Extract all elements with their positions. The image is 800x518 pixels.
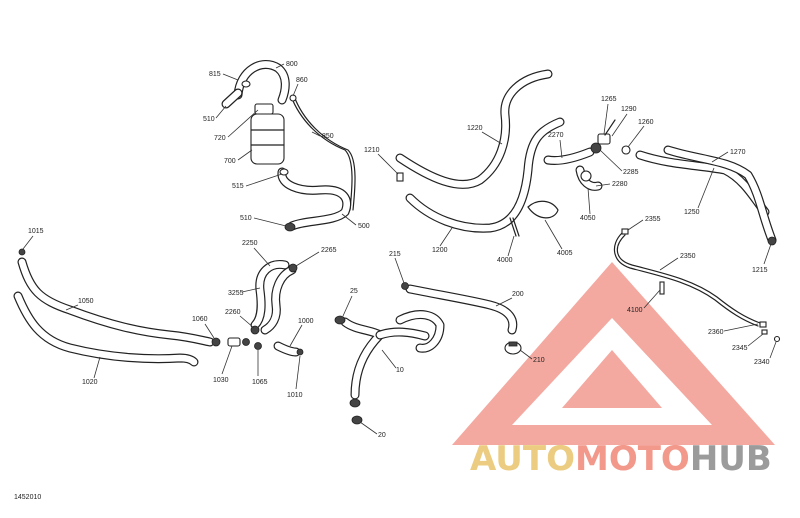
callout-1250: 1250: [684, 209, 700, 216]
hose-clamp: [590, 142, 602, 154]
tie-strap: [527, 200, 559, 219]
callout-510-top: 510: [203, 116, 215, 123]
hose-1270-1250-group: [635, 145, 777, 246]
hose-2250-group: [250, 259, 304, 357]
callout-1220: 1220: [467, 125, 483, 132]
callout-210: 210: [533, 357, 545, 364]
callout-2340: 2340: [754, 359, 770, 366]
callout-1200: 1200: [432, 247, 448, 254]
hose-clamp: [242, 338, 250, 346]
hose-clamp: [288, 263, 298, 273]
hose-clamp: [621, 145, 631, 155]
hose-clamp: [279, 168, 289, 176]
callout-1060: 1060: [192, 316, 208, 323]
callout-1215: 1215: [752, 267, 768, 274]
hose-clamp: [296, 348, 304, 356]
watermark-auto: AUTO: [470, 439, 575, 479]
callout-1020: 1020: [82, 379, 98, 386]
callout-815: 815: [209, 71, 221, 78]
coolant-reservoir: [250, 113, 285, 165]
fitting: [621, 228, 629, 235]
callout-510-bottom: 510: [240, 215, 252, 222]
callout-700: 700: [224, 158, 236, 165]
hose-clamp: [250, 325, 260, 335]
callout-200: 200: [512, 291, 524, 298]
small-fitting: [396, 172, 404, 182]
hose-clamp: [767, 236, 777, 246]
plug-cap: [508, 341, 518, 347]
fitting: [773, 335, 781, 343]
fitting: [659, 281, 665, 295]
hose-1050-1020-group: [13, 248, 250, 367]
hose-clamp: [351, 415, 363, 425]
callout-2350: 2350: [680, 253, 696, 260]
callout-1065: 1065: [252, 379, 268, 386]
callout-2355: 2355: [645, 216, 661, 223]
callout-2360: 2360: [708, 329, 724, 336]
watermark-moto: MOTO: [575, 439, 690, 479]
hose-clamp: [211, 337, 221, 347]
callout-1260: 1260: [638, 119, 654, 126]
callout-2270: 2270: [548, 132, 564, 139]
callout-215: 215: [389, 251, 401, 258]
hose-clamp: [334, 315, 346, 325]
fitting: [761, 329, 768, 335]
t-fitting: [597, 133, 611, 145]
callout-1210: 1210: [364, 147, 380, 154]
hose-clamp: [580, 170, 592, 182]
hose-clamp: [401, 282, 409, 290]
callout-2265: 2265: [321, 247, 337, 254]
callout-1270: 1270: [730, 149, 746, 156]
watermark-hub: HUB: [690, 439, 772, 479]
hose-clamp: [254, 342, 262, 350]
watermark-brand: AUTOMOTOHUB: [470, 439, 772, 479]
callout-10: 10: [396, 367, 404, 374]
hose-10-group: [334, 310, 445, 425]
callout-2250: 2250: [242, 240, 258, 247]
callout-4050: 4050: [580, 215, 596, 222]
hose-clamp: [18, 248, 26, 256]
hose-2270-group: [543, 119, 631, 191]
callout-4100: 4100: [627, 307, 643, 314]
callout-1010: 1010: [287, 392, 303, 399]
callout-1000: 1000: [298, 318, 314, 325]
callout-2260: 2260: [225, 309, 241, 316]
callout-labels: 815 800 860 510 720 700 850 515 510 500 …: [22, 61, 777, 439]
callout-515: 515: [232, 183, 244, 190]
hose-1220-1200-group: [395, 69, 565, 237]
callout-860: 860: [296, 77, 308, 84]
figure-id: 1452010: [14, 494, 42, 501]
callout-4005: 4005: [557, 250, 573, 257]
watermark-logo: AUTOMOTOHUB: [452, 262, 775, 479]
callout-1290: 1290: [621, 106, 637, 113]
callout-2280: 2280: [612, 181, 628, 188]
hose-clamp: [241, 80, 251, 88]
callout-1050: 1050: [78, 298, 94, 305]
callout-3255: 3255: [228, 290, 244, 297]
reservoir-group: [221, 60, 356, 232]
callout-2345: 2345: [732, 345, 748, 352]
hose-2350-group: [613, 228, 781, 343]
callout-1030: 1030: [213, 377, 229, 384]
callout-2285: 2285: [623, 169, 639, 176]
fitting: [759, 321, 767, 328]
callout-1015: 1015: [28, 228, 44, 235]
callout-1265: 1265: [601, 96, 617, 103]
callout-720: 720: [214, 135, 226, 142]
callout-800: 800: [286, 61, 298, 68]
callout-25: 25: [350, 288, 358, 295]
hose-200-group: [401, 282, 522, 355]
callout-20: 20: [378, 432, 386, 439]
callout-4000: 4000: [497, 257, 513, 264]
callout-500: 500: [358, 223, 370, 230]
reservoir-cap: [254, 103, 274, 115]
hose-clamp: [284, 222, 296, 232]
watermark-triangle-core: [562, 350, 662, 408]
callout-850: 850: [322, 133, 334, 140]
fitting: [227, 337, 241, 347]
hose-clamp: [349, 398, 361, 408]
